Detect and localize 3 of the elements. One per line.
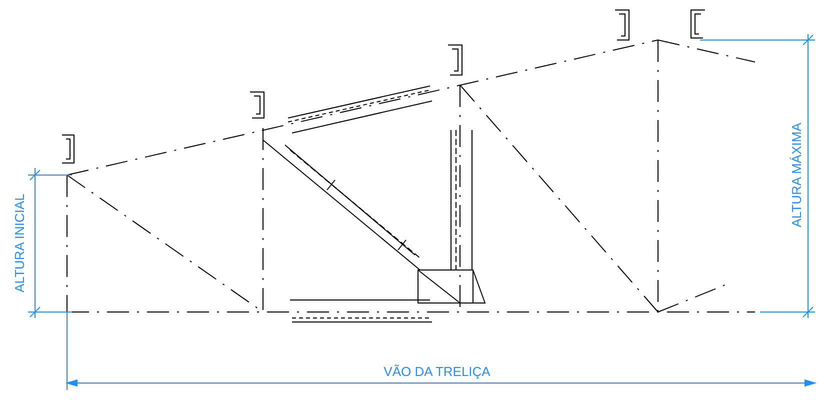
dimension-label: ALTURA MÁXIMA xyxy=(790,122,804,228)
dimension-label: ALTURA INICIAL xyxy=(13,194,27,292)
dimension-label: VÃO DA TRELIÇA xyxy=(384,365,490,379)
